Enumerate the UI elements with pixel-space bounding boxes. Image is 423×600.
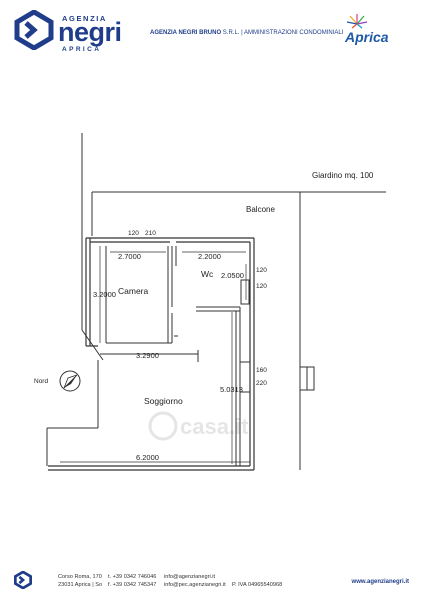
dim-text-9: 3.2900 xyxy=(136,351,159,360)
dim-text-8: 3.2000 xyxy=(93,290,116,299)
page-header: AGENZIA negri APRICA AGENZIA NEGRI BRUNO… xyxy=(0,0,423,62)
dim-text-13: 6.2000 xyxy=(136,453,159,462)
footer-pec[interactable]: info@pec.agenzianegri.it xyxy=(164,582,226,588)
bedroom-label: Camera xyxy=(118,286,149,296)
outer-walls xyxy=(48,237,255,471)
footer-address: Corso Roma, 170 23031 Aprica | So xyxy=(58,573,102,589)
footer-address-line-2: 23031 Aprica | So xyxy=(58,582,103,588)
dim-text-5: 2.0500 xyxy=(221,271,244,280)
north-label: Nord xyxy=(34,378,48,385)
north-arrow-icon xyxy=(63,374,78,389)
watermark-text: casa.it xyxy=(180,414,249,439)
dim-text-4: 2.2000 xyxy=(198,252,221,261)
agency-tagline: AGENZIA NEGRI BRUNO S.R.L. | AMMINISTRAZ… xyxy=(150,30,343,36)
partner-logo-burst-icon xyxy=(346,14,368,29)
partner-logo[interactable]: Aprica xyxy=(340,12,408,52)
wc-label: Wc xyxy=(201,269,214,279)
dim-text-12: 5.0313 xyxy=(220,385,243,394)
agency-logo[interactable]: AGENZIA negri APRICA xyxy=(14,10,144,53)
dimension-lines xyxy=(60,237,250,464)
dim-text-7: 120 xyxy=(256,283,267,290)
north-arrow-circle xyxy=(59,370,81,392)
balcony-label: Balcone xyxy=(246,205,275,214)
agency-logo-mark-icon xyxy=(14,10,54,50)
brand-top-text: AGENZIA xyxy=(62,14,107,23)
footer-phones: t. +39 0342 746046 f. +39 0342 745347 xyxy=(108,573,156,589)
brand-name: negri xyxy=(58,17,122,47)
footer-vat: P. IVA 04965540968 xyxy=(232,582,283,588)
garden-label: Giardino mq. 100 xyxy=(312,171,374,180)
dim-text-6: 120 xyxy=(256,267,267,274)
footer-fax: f. +39 0342 745347 xyxy=(108,582,157,588)
dim-text-3: 2.7000 xyxy=(118,252,141,261)
dim-text-10: 160 xyxy=(256,367,267,374)
footer-address-line-1: Corso Roma, 170 xyxy=(58,574,102,580)
brand-bottom-text: APRICA xyxy=(62,46,102,53)
footer-logo-icon xyxy=(14,571,32,589)
agency-name: AGENZIA NEGRI BRUNO xyxy=(150,30,222,36)
footer-website-link[interactable]: www.agenzianegri.it xyxy=(351,579,409,585)
watermark: casa.it xyxy=(148,411,249,441)
partner-logo-text: Aprica xyxy=(345,29,389,45)
page-footer: Corso Roma, 170 23031 Aprica | So t. +39… xyxy=(0,565,423,600)
footer-phone[interactable]: t. +39 0342 746046 xyxy=(108,574,157,580)
bathroom-fixture xyxy=(240,279,250,305)
dim-text-11: 220 xyxy=(256,380,267,387)
footer-email[interactable]: info@agenzianegri.it xyxy=(164,574,216,580)
footer-emails: info@agenzianegri.it info@pec.agenzianeg… xyxy=(164,573,226,589)
dim-text-2: 210 xyxy=(145,230,156,237)
living-room-label: Soggiorno xyxy=(144,396,183,406)
agency-description: S.R.L. | AMMINISTRAZIONI CONDOMINIALI xyxy=(221,30,344,36)
dim-text-1: 120 xyxy=(128,230,139,237)
